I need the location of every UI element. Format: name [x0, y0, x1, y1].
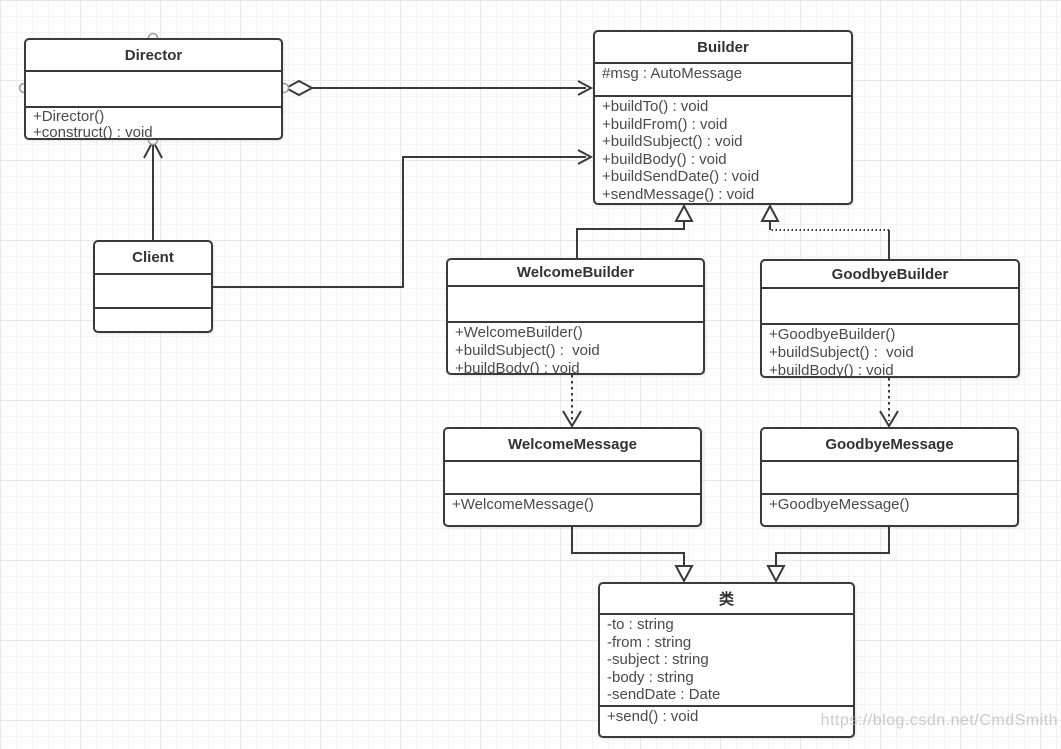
class-member: +buildSubject() : void: [769, 344, 914, 361]
class-member: -from : string: [607, 633, 692, 651]
class-box-goodbye-message: GoodbyeMessage +GoodbyeMessage(): [760, 427, 1019, 527]
class-member: +construct() : void: [33, 124, 153, 139]
class-box-client: Client: [93, 240, 213, 333]
aggregation-diamond-icon: [283, 79, 315, 97]
hollow-triangle-icon: [766, 565, 786, 584]
class-title: 类: [600, 584, 853, 615]
class-box-welcome-builder: WelcomeBuilder +WelcomeBuilder()+buildSu…: [446, 258, 705, 375]
generalization-goodbyemessage-class: [766, 527, 890, 584]
class-title: Client: [95, 242, 211, 275]
class-box-auto-message: 类 -to : string-from : string-subject : s…: [598, 582, 855, 738]
class-box-welcome-message: WelcomeMessage +WelcomeMessage(): [443, 427, 702, 527]
class-member: +Director(): [33, 108, 105, 125]
class-methods: +GoodbyeMessage(): [762, 495, 1017, 525]
class-methods: +Director()+construct() : void: [26, 108, 281, 139]
class-member: +WelcomeMessage(): [452, 496, 594, 513]
class-member: +buildTo() : void: [602, 98, 709, 115]
class-member: +buildSubject() : void: [602, 133, 743, 150]
class-methods: +GoodbyeBuilder()+buildSubject() : void+…: [762, 325, 1018, 376]
class-title: Director: [26, 40, 281, 72]
class-member: #msg : AutoMessage: [602, 65, 743, 82]
class-attributes: [26, 72, 281, 108]
class-attributes: [95, 275, 211, 309]
class-attributes: [445, 462, 700, 495]
open-arrow-icon: [562, 410, 582, 428]
class-member: +buildSendDate() : void: [602, 168, 760, 185]
class-box-goodbye-builder: GoodbyeBuilder +GoodbyeBuilder()+buildSu…: [760, 259, 1020, 378]
class-member: +buildFrom() : void: [602, 115, 728, 133]
class-member: -to : string: [607, 616, 674, 633]
open-arrow-icon: [577, 80, 594, 96]
class-title: Builder: [595, 32, 851, 64]
class-methods: [95, 309, 211, 331]
generalization-welcomemessage-class: [571, 527, 694, 584]
class-title: GoodbyeBuilder: [762, 261, 1018, 289]
dependency-goodbyebuilder-goodbyemessage: [879, 378, 899, 428]
class-member: +buildBody() : void: [602, 150, 727, 168]
class-member: +GoodbyeMessage(): [769, 496, 910, 513]
class-member: +WelcomeBuilder(): [455, 324, 583, 341]
class-attributes: [448, 287, 703, 323]
association-client-director: [143, 138, 163, 240]
hollow-triangle-icon: [760, 203, 780, 222]
class-member: +buildBody() : void: [769, 362, 894, 376]
class-box-builder: Builder #msg : AutoMessage +buildTo() : …: [593, 30, 853, 205]
hollow-triangle-icon: [674, 565, 694, 584]
class-box-director: Director +Director()+construct() : void: [24, 38, 283, 140]
class-member: +send() : void: [607, 708, 699, 725]
open-arrow-icon: [577, 149, 594, 165]
class-member: +buildSubject() : void: [455, 342, 600, 359]
hollow-triangle-icon: [674, 203, 694, 222]
association-client-builder: [213, 149, 594, 288]
class-methods: +WelcomeBuilder()+buildSubject() : void+…: [448, 323, 703, 373]
class-attributes: [762, 289, 1018, 325]
class-attributes: -to : string-from : string-subject : str…: [600, 615, 853, 707]
class-member: -sendDate : Date: [607, 686, 721, 704]
open-arrow-icon: [879, 410, 899, 428]
aggregation-director-builder: [283, 79, 594, 97]
generalization-goodbyebuilder-builder: [760, 203, 890, 259]
class-member: -body : string: [607, 668, 694, 686]
class-title: WelcomeMessage: [445, 429, 700, 462]
class-member: +sendMessage() : void: [602, 185, 755, 203]
class-title: WelcomeBuilder: [448, 260, 703, 287]
class-member: +GoodbyeBuilder(): [769, 326, 896, 343]
generalization-welcomebuilder-builder: [576, 203, 694, 258]
class-methods: +buildTo() : void+buildFrom() : void+bui…: [595, 97, 851, 203]
class-attributes: #msg : AutoMessage: [595, 64, 851, 97]
class-methods: +send() : void: [600, 707, 853, 736]
class-methods: +WelcomeMessage(): [445, 495, 700, 525]
class-attributes: [762, 462, 1017, 495]
watermark: https://blog.csdn.net/CmdSmith: [820, 712, 1058, 729]
class-title: GoodbyeMessage: [762, 429, 1017, 462]
dependency-welcomebuilder-welcomemessage: [562, 375, 582, 428]
class-member: -subject : string: [607, 651, 709, 669]
class-member: +buildBody() : void: [455, 360, 580, 373]
